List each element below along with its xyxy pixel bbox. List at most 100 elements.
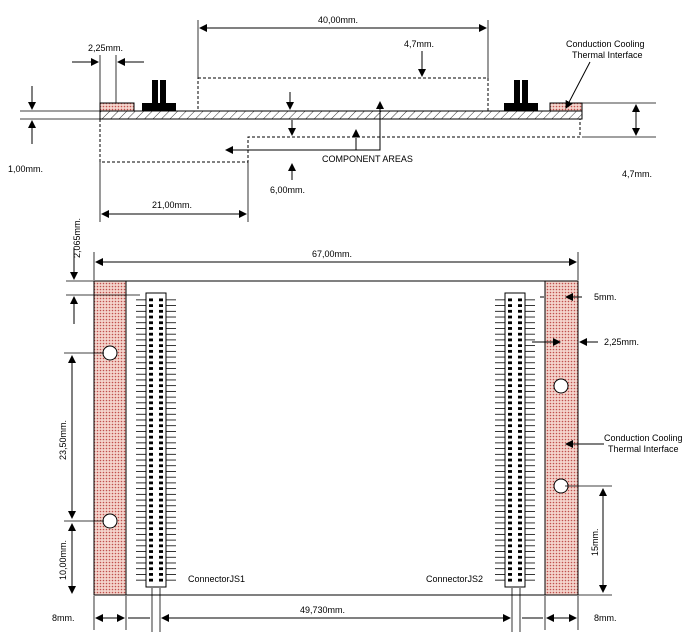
connector-pin bbox=[508, 578, 512, 582]
connector-pin bbox=[149, 510, 153, 513]
connector-pin bbox=[518, 481, 522, 485]
connector-pin bbox=[508, 338, 512, 342]
component-area-top bbox=[197, 77, 489, 112]
connector-pin bbox=[518, 487, 522, 491]
connector-pin bbox=[508, 355, 512, 359]
dim-225-right-label: 2,25mm. bbox=[604, 337, 639, 347]
connector-pin bbox=[159, 401, 163, 405]
thermal-pad-left-side bbox=[99, 102, 135, 112]
dim-15-label: 15mm. bbox=[590, 528, 600, 556]
connector-pin bbox=[159, 430, 163, 433]
connector-pin bbox=[149, 372, 153, 376]
connector-pin bbox=[518, 424, 522, 428]
connector-pin bbox=[159, 332, 163, 336]
connector-pin bbox=[159, 355, 163, 359]
mounting-hole bbox=[102, 345, 118, 361]
dim-8-right-label: 8mm. bbox=[594, 613, 617, 623]
connector-pin bbox=[518, 475, 522, 479]
connector-pin bbox=[518, 401, 522, 405]
side-view: 40,00mm. 2,25mm. 4,7mm. 1,00mm. Conducti… bbox=[8, 15, 656, 222]
connector-pin bbox=[159, 344, 163, 348]
connector-pin bbox=[149, 487, 153, 491]
connector-pin bbox=[159, 424, 163, 428]
connector-pin bbox=[149, 321, 153, 325]
connector-pin bbox=[149, 555, 153, 559]
connector-pin bbox=[149, 435, 153, 439]
connector-pin bbox=[159, 550, 163, 553]
connector-pin bbox=[508, 424, 512, 428]
connector-pin bbox=[508, 378, 512, 382]
connector-pin bbox=[518, 492, 522, 496]
connector-pin bbox=[508, 441, 512, 445]
connector-pin bbox=[518, 561, 522, 565]
connector-pin bbox=[159, 304, 163, 307]
dim-8-left-label: 8mm. bbox=[52, 613, 75, 623]
cooling-side-line1: Conduction Cooling bbox=[604, 433, 683, 443]
connector-pin bbox=[159, 532, 163, 536]
connector-pin bbox=[149, 344, 153, 348]
connector-body bbox=[145, 292, 167, 588]
connector-pin bbox=[518, 578, 522, 582]
connector-pin bbox=[149, 361, 153, 365]
connector-pin bbox=[508, 315, 512, 319]
connector-pin bbox=[149, 521, 153, 525]
connector-js1-label: ConnectorJS1 bbox=[188, 574, 245, 584]
connector-side-left bbox=[142, 80, 176, 111]
connector-pin bbox=[159, 578, 163, 582]
thermal-strip-right bbox=[544, 280, 579, 596]
connector-pin bbox=[159, 555, 163, 559]
connector-pin bbox=[149, 481, 153, 485]
connector-pin bbox=[508, 492, 512, 496]
connector-pin bbox=[159, 378, 163, 382]
connector-pin bbox=[518, 361, 522, 365]
connector-pin bbox=[508, 435, 512, 439]
connector-pin bbox=[508, 498, 512, 502]
connector-pin bbox=[149, 550, 153, 553]
connector-pin bbox=[149, 424, 153, 428]
connector-pin bbox=[159, 309, 163, 313]
dim-2065-label: 2,065mm. bbox=[72, 218, 82, 258]
connector-pin bbox=[149, 418, 153, 422]
connector-pin bbox=[159, 384, 163, 388]
dim-600-label: 6,00mm. bbox=[270, 185, 305, 195]
connector-pin bbox=[518, 464, 522, 468]
connector-pin bbox=[518, 498, 522, 502]
connector-pin bbox=[149, 573, 153, 576]
dim-6700-label: 67,00mm. bbox=[312, 249, 352, 259]
connector-pin bbox=[518, 441, 522, 445]
connector-pin bbox=[149, 470, 153, 473]
connector-pin bbox=[518, 355, 522, 359]
connector-pin bbox=[518, 573, 522, 576]
connector-pin bbox=[518, 332, 522, 336]
connector-pin bbox=[518, 458, 522, 462]
connector-pin bbox=[149, 355, 153, 359]
connector-pin bbox=[508, 304, 512, 307]
connector-pin bbox=[508, 298, 512, 302]
connector-pin bbox=[508, 389, 512, 393]
connector-pin bbox=[149, 458, 153, 462]
connector-pin bbox=[149, 567, 153, 571]
connector-pin bbox=[508, 567, 512, 571]
connector-pin bbox=[518, 430, 522, 433]
connector-pin bbox=[508, 521, 512, 525]
connector-pin bbox=[518, 327, 522, 330]
connector-pin bbox=[159, 372, 163, 376]
connector-pin bbox=[508, 515, 512, 519]
component-areas-label: COMPONENT AREAS bbox=[322, 154, 413, 164]
connector-pin bbox=[508, 504, 512, 508]
connector-pin bbox=[518, 344, 522, 348]
component-area-bottom bbox=[99, 119, 581, 163]
connector-pin bbox=[518, 395, 522, 399]
connector-pin bbox=[508, 430, 512, 433]
connector-pin bbox=[149, 452, 153, 456]
connector-pin bbox=[508, 452, 512, 456]
dim-2350-label: 23,50mm. bbox=[58, 420, 68, 460]
connector-pin bbox=[159, 435, 163, 439]
connector-pin bbox=[159, 367, 163, 370]
connector-pin bbox=[518, 527, 522, 531]
connector-pin bbox=[508, 550, 512, 553]
connector-pin bbox=[508, 573, 512, 576]
connector-pin bbox=[518, 384, 522, 388]
connector-pin bbox=[518, 515, 522, 519]
connector-pin bbox=[508, 447, 512, 450]
